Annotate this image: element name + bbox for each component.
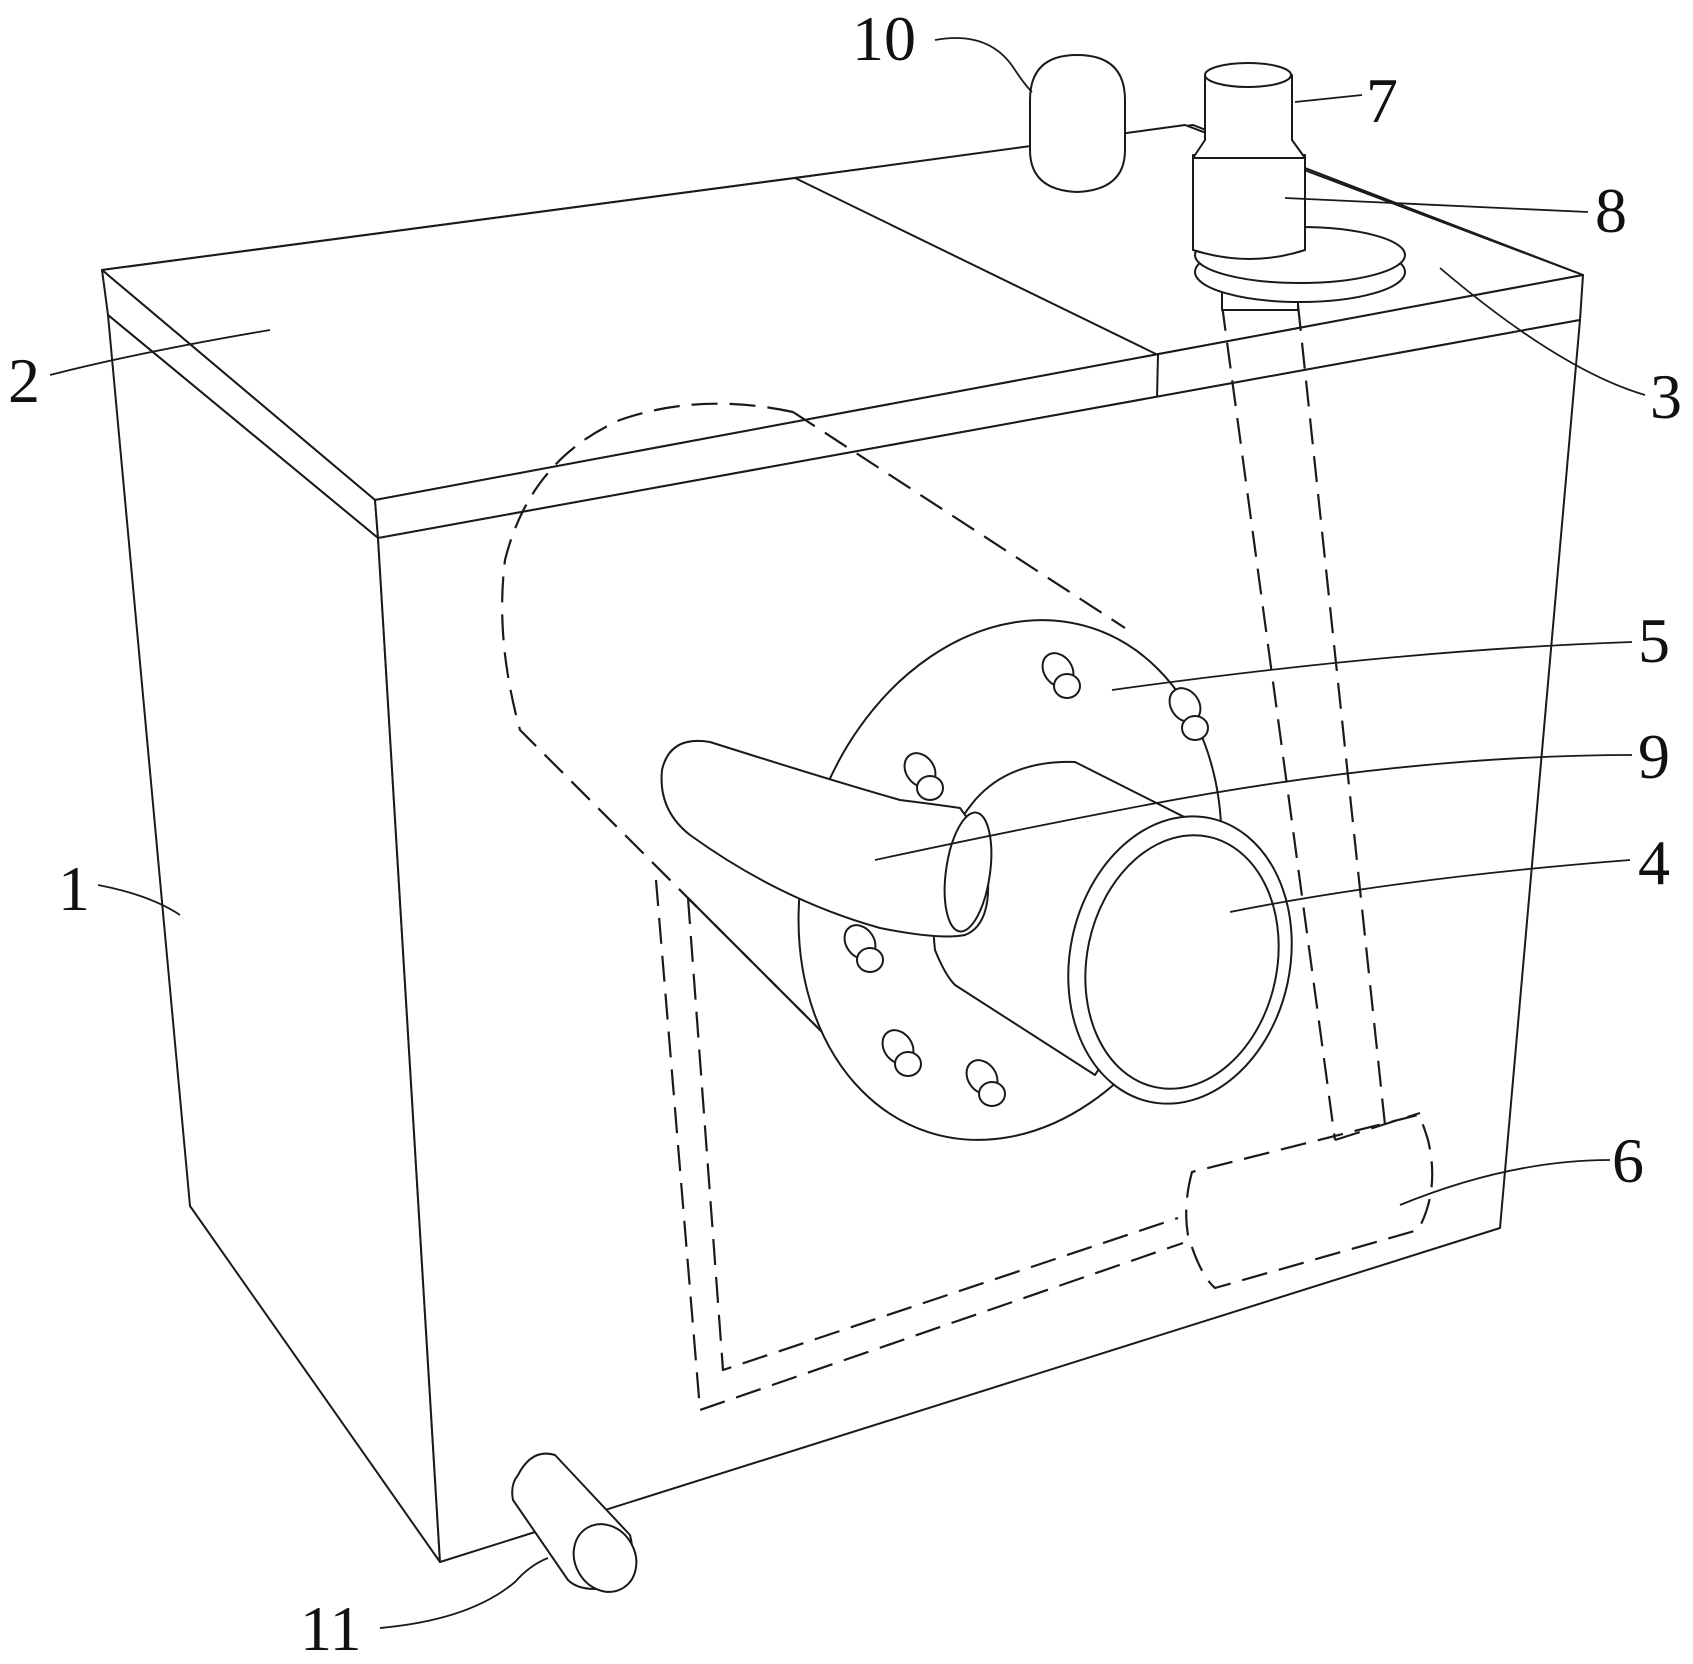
- label-lid-right: 3: [1650, 361, 1682, 432]
- label-outlet-pipe: 4: [1638, 827, 1670, 898]
- label-top-fitting: 8: [1595, 175, 1627, 246]
- leader-7: [1294, 94, 1363, 103]
- label-drain-pipe: 11: [300, 1593, 362, 1664]
- bent-pipe-body: [660, 739, 990, 938]
- outlet-pipe-mouth-inner: [1084, 834, 1280, 1090]
- lower-block-top: [1334, 1111, 1421, 1142]
- top-knob-body: [1029, 54, 1126, 193]
- label-flange: 5: [1638, 605, 1670, 676]
- reference-numerals: 10 7 8 3 2 5 9 4 6 1 11: [8, 3, 1682, 1664]
- leader-10: [934, 37, 1033, 93]
- leader-3: [1439, 267, 1646, 396]
- leader-4: [1229, 859, 1631, 913]
- label-bent-pipe: 9: [1638, 721, 1670, 792]
- leader-6: [1399, 1159, 1611, 1206]
- drain-pipe-end: [572, 1523, 638, 1593]
- lid-split-line: [794, 177, 1159, 356]
- leader-1: [97, 884, 181, 916]
- label-top-knob: 10: [852, 3, 916, 74]
- lower-block: [1185, 1113, 1434, 1290]
- leader-5: [1111, 641, 1633, 691]
- hidden-cylinder-top: [792, 411, 1126, 629]
- hidden-frame-inner: [686, 897, 1179, 1372]
- leader-9: [874, 754, 1633, 861]
- bolt-icon: [965, 1059, 1006, 1107]
- label-top-cap: 7: [1366, 65, 1398, 136]
- label-lower-block: 6: [1612, 1125, 1644, 1196]
- hidden-internals: [501, 304, 1434, 1412]
- drain-pipe: [511, 1452, 638, 1593]
- hidden-cylinder-outline: [501, 402, 871, 1081]
- bolt-icon: [1041, 652, 1081, 699]
- bolt-icon: [843, 924, 884, 973]
- top-knob: [1029, 54, 1126, 193]
- hidden-frame-outer: [654, 879, 1184, 1412]
- bolt-icon: [903, 752, 944, 801]
- top-fitting-body: [1192, 154, 1306, 260]
- label-body: 1: [58, 853, 90, 924]
- outlet-pipe: [932, 760, 1293, 1105]
- leader-2: [49, 329, 271, 376]
- hidden-shaft-right: [1296, 304, 1387, 1126]
- leader-11: [379, 1557, 549, 1629]
- top-fitting: [1192, 62, 1406, 311]
- top-cap-top: [1204, 62, 1292, 88]
- leader-lines: [49, 37, 1646, 1629]
- label-lid-left: 2: [8, 345, 40, 416]
- bolt-icon: [1168, 687, 1209, 741]
- leader-8: [1284, 197, 1589, 213]
- bolt-icon: [881, 1029, 922, 1077]
- hidden-shaft-left: [1220, 304, 1337, 1141]
- lid-split-line-front: [1156, 354, 1159, 399]
